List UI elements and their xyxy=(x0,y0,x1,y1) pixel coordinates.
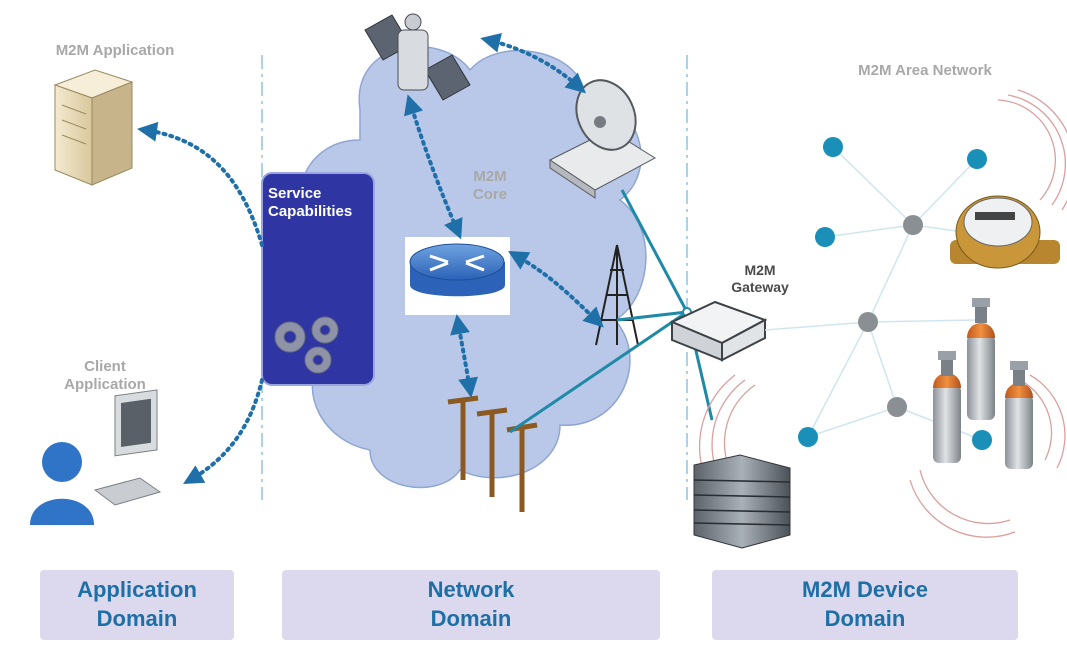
node-grey xyxy=(903,215,923,235)
node-teal xyxy=(972,430,992,450)
network-links xyxy=(509,189,714,434)
application-domain-box: Application Domain xyxy=(40,570,234,640)
water-meter-icon xyxy=(950,195,1060,269)
client-application-label: Client Application xyxy=(64,358,146,393)
area-network-links xyxy=(764,146,986,441)
user-icon xyxy=(30,442,94,525)
node-grey xyxy=(887,397,907,417)
router-icon xyxy=(405,237,510,315)
area-network-nodes xyxy=(798,137,992,450)
node-teal xyxy=(798,427,818,447)
power-pole-icon xyxy=(447,395,538,512)
m2m-application-label: M2M Application xyxy=(55,42,175,59)
m2m-area-network-label: M2M Area Network xyxy=(858,62,992,79)
satellite-dish-icon xyxy=(549,79,656,199)
node-teal xyxy=(967,149,987,169)
m2m-gateway-label: M2M Gateway xyxy=(731,262,789,295)
application-domain-label: Application Domain xyxy=(77,577,197,631)
service-capabilities-label: Service Capabilities xyxy=(268,185,353,220)
network-domain-box: Network Domain xyxy=(282,570,660,640)
node-grey xyxy=(858,312,878,332)
network-domain-label: Network Domain xyxy=(427,577,515,631)
dotted-arrows xyxy=(137,33,604,484)
computer-icon xyxy=(93,389,162,506)
node-teal xyxy=(815,227,835,247)
server-icon xyxy=(53,69,134,186)
gears-icon xyxy=(274,316,339,374)
node-teal xyxy=(823,137,843,157)
m2m-core-label: M2M Core xyxy=(472,168,508,203)
gas-cylinder-icon xyxy=(933,298,1033,469)
radio-waves xyxy=(698,89,1067,538)
gateway-icon xyxy=(669,300,768,362)
device-domain-box: M2M Device Domain xyxy=(712,570,1018,640)
device-domain-label: M2M Device Domain xyxy=(802,577,928,631)
sensor-bin-icon xyxy=(693,454,791,549)
satellite-icon xyxy=(364,13,471,101)
